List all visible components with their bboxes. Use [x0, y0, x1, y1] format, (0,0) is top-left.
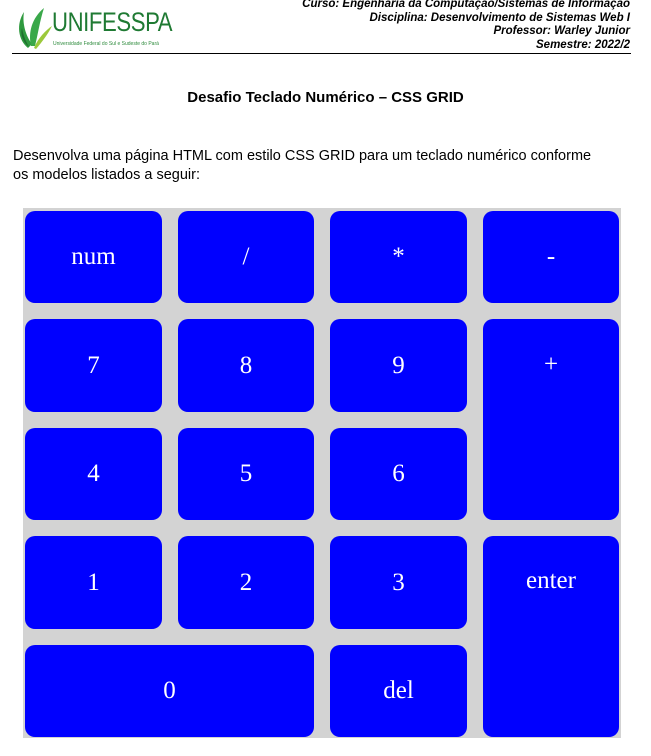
- key-5[interactable]: 5: [178, 428, 314, 520]
- key-multiply[interactable]: *: [330, 211, 467, 303]
- key-2[interactable]: 2: [178, 536, 314, 629]
- logo-wordmark: UNIFESSPA: [52, 7, 173, 37]
- key-4[interactable]: 4: [25, 428, 162, 520]
- header-divider: [12, 53, 631, 54]
- professor-line: Professor: Warley Junior: [493, 25, 630, 37]
- document-title: Desafio Teclado Numérico – CSS GRID: [187, 89, 464, 106]
- key-6[interactable]: 6: [330, 428, 467, 520]
- key-del[interactable]: del: [330, 645, 467, 737]
- key-enter[interactable]: enter: [483, 536, 619, 737]
- discipline-line: Disciplina: Desenvolvimento de Sistemas …: [369, 11, 630, 24]
- document-header: UNIFESSPA Universidade Federal do Sul e …: [0, 0, 651, 56]
- key-8[interactable]: 8: [178, 319, 314, 412]
- logo-tagline: Universidade Federal do Sul e Sudeste do…: [53, 41, 159, 47]
- semester-line: Semestre: 2022/2: [536, 38, 630, 51]
- key-minus[interactable]: -: [483, 211, 619, 303]
- instructions-line: os modelos listados a seguir:: [13, 167, 200, 183]
- key-num[interactable]: num: [25, 211, 162, 303]
- numeric-keypad: num / * - 7 8 9 + 4 5 6 1 2 3 enter 0 de…: [23, 208, 621, 738]
- key-divide[interactable]: /: [178, 211, 314, 303]
- course-line: Curso: Engenharia da Computação/Sistemas…: [302, 0, 630, 10]
- key-plus[interactable]: +: [483, 319, 619, 520]
- key-0[interactable]: 0: [25, 645, 314, 737]
- key-9[interactable]: 9: [330, 319, 467, 412]
- key-7[interactable]: 7: [25, 319, 162, 412]
- unifesspa-logo: UNIFESSPA Universidade Federal do Sul e …: [14, 4, 184, 50]
- key-1[interactable]: 1: [25, 536, 162, 629]
- instructions-paragraph: Desenvolva uma página HTML com estilo CS…: [13, 147, 623, 185]
- leaf-logo-icon: [19, 8, 52, 49]
- key-3[interactable]: 3: [330, 536, 467, 629]
- course-info: Curso: Engenharia da Computação/Sistemas…: [302, 0, 630, 52]
- instructions-line: Desenvolva uma página HTML com estilo CS…: [13, 148, 592, 164]
